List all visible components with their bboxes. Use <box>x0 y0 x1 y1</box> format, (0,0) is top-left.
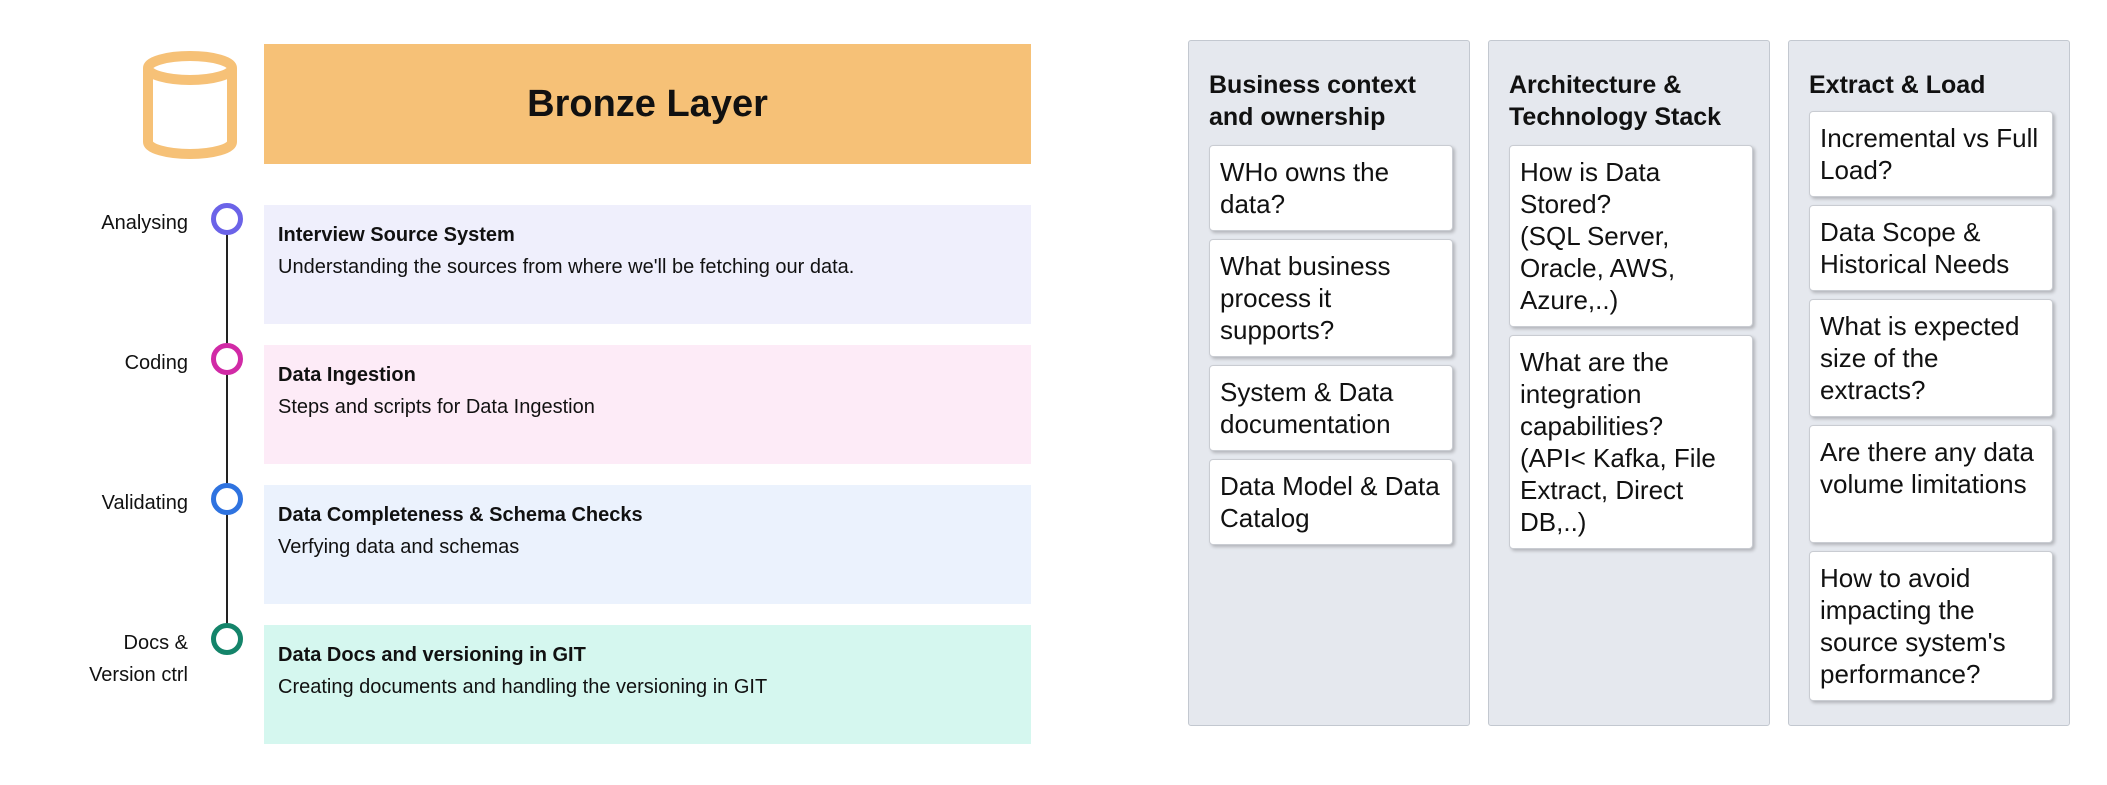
step-label-line: Docs & <box>123 632 188 654</box>
step-card-ingestion: Data Ingestion Steps and scripts for Dat… <box>264 345 1031 464</box>
timeline-circle-analysing <box>211 203 243 235</box>
question-card: What business process it supports? <box>1209 239 1453 357</box>
column-architecture: Architecture & Technology Stack How is D… <box>1488 40 1770 726</box>
column-business-context: Business context and ownership WHo owns … <box>1188 40 1470 726</box>
timeline-circle-coding <box>211 343 243 375</box>
step-label-line: Version ctrl <box>89 664 188 686</box>
step-title: Data Docs and versioning in GIT <box>278 644 586 666</box>
timeline-circle-validating <box>211 483 243 515</box>
question-card: What is expected size of the extracts? <box>1809 299 2053 417</box>
column-title: Extract & Load <box>1809 71 1986 99</box>
bronze-layer-header: Bronze Layer <box>264 44 1031 164</box>
question-card: Data Model & Data Catalog <box>1209 459 1453 545</box>
step-title: Interview Source System <box>278 224 515 246</box>
database-icon <box>143 51 237 159</box>
question-card: Are there any data volume limitations <box>1809 425 2053 543</box>
step-card-validation: Data Completeness & Schema Checks Verfyi… <box>264 485 1031 604</box>
step-description: Understanding the sources from where we'… <box>278 256 855 278</box>
step-label-validating: Validating <box>101 492 188 514</box>
step-description: Verfying data and schemas <box>278 536 520 558</box>
timeline-line <box>226 219 228 642</box>
step-title: Data Completeness & Schema Checks <box>278 504 643 526</box>
step-label-docs: Docs & Version ctrl <box>8 627 188 691</box>
step-description: Steps and scripts for Data Ingestion <box>278 396 595 418</box>
step-card-docs: Data Docs and versioning in GIT Creating… <box>264 625 1031 744</box>
step-card-interview: Interview Source System Understanding th… <box>264 205 1031 324</box>
step-label-coding: Coding <box>124 352 188 374</box>
question-card: Data Scope & Historical Needs <box>1809 205 2053 291</box>
step-title: Data Ingestion <box>278 364 416 386</box>
question-card: WHo owns the data? <box>1209 145 1453 231</box>
question-card: System & Data documentation <box>1209 365 1453 451</box>
question-card: Incremental vs Full Load? <box>1809 111 2053 197</box>
column-extract-load: Extract & Load Incremental vs Full Load?… <box>1788 40 2070 726</box>
header-title: Bronze Layer <box>527 82 768 125</box>
question-card: How to avoid impacting the source system… <box>1809 551 2053 701</box>
timeline-circle-docs <box>211 623 243 655</box>
step-label-analysing: Analysing <box>101 212 188 234</box>
question-card: How is Data Stored? (SQL Server, Oracle,… <box>1509 145 1753 327</box>
step-description: Creating documents and handling the vers… <box>278 676 768 698</box>
question-card: What are the integration capabilities? (… <box>1509 335 1753 549</box>
column-title: Architecture & Technology Stack <box>1509 71 1722 131</box>
column-title: Business context and ownership <box>1209 71 1417 131</box>
